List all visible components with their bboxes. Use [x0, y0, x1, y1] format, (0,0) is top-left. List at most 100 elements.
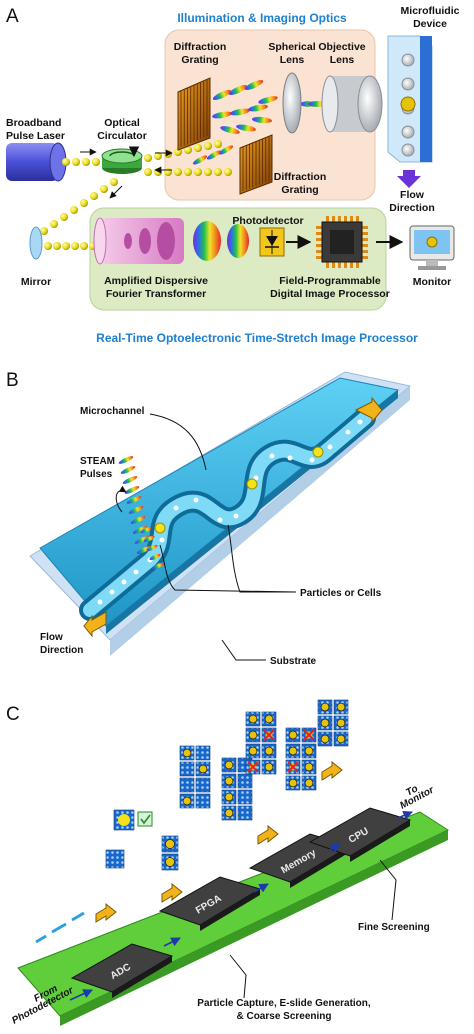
- spectral-pulse: [258, 96, 278, 104]
- beam-dot: [224, 168, 232, 176]
- panel-a-label: A: [6, 6, 19, 27]
- beam-dot: [154, 152, 162, 160]
- pin: [356, 216, 359, 222]
- image-tile: [245, 743, 261, 759]
- tile-cell: [336, 734, 346, 744]
- bus-arrow: [397, 810, 413, 820]
- image-tile: [285, 727, 301, 743]
- image-tile: [221, 757, 237, 773]
- tile-cell: [182, 796, 192, 806]
- monitor-label: Monitor: [413, 276, 452, 288]
- image-tile: [245, 711, 261, 727]
- target-cell: [400, 96, 416, 112]
- particle: [269, 453, 275, 459]
- pin: [332, 216, 335, 222]
- spectral-pulse: [206, 150, 222, 160]
- microchannel-label: Microchannel: [80, 406, 145, 417]
- image-tile: [333, 715, 349, 731]
- bus-arrow: [253, 883, 269, 893]
- image-tile: [333, 731, 349, 747]
- tile-cell: [248, 746, 258, 756]
- check-mark: [140, 814, 151, 825]
- image-tile: [261, 727, 277, 743]
- beam-dot: [71, 242, 79, 250]
- beam-dot: [204, 168, 212, 176]
- particle: [233, 513, 239, 519]
- microchannel: [79, 407, 376, 621]
- spectral-pulse: [192, 155, 208, 165]
- tile-cell: [288, 778, 298, 788]
- steam-pulse: [143, 535, 155, 543]
- image-tile: [105, 849, 125, 869]
- pin: [356, 262, 359, 268]
- image-tile: [237, 789, 253, 805]
- flow-arrow-a: [397, 170, 421, 188]
- steam-pulse: [118, 456, 134, 464]
- image-tile: [245, 727, 261, 743]
- cell-yellow: [154, 522, 166, 534]
- optics-title: Illumination & Imaging Optics: [177, 11, 347, 25]
- tile-cell: [224, 776, 234, 786]
- particles-pointer-2: [227, 524, 296, 593]
- steam-pulse: [149, 553, 161, 561]
- steam-pulse: [126, 496, 142, 504]
- chip-adc: ADC: [70, 943, 174, 998]
- tile-bg: [237, 805, 253, 821]
- fine-screening-pointer: [379, 859, 397, 921]
- cell: [401, 77, 415, 91]
- microchannel-pointer: [149, 413, 207, 471]
- tile-cell: [248, 714, 258, 724]
- tile-cell: [248, 730, 258, 740]
- bus-arrow: [69, 989, 93, 1001]
- to-monitor-label-1: To: [404, 783, 420, 798]
- pin: [350, 216, 353, 222]
- tile-cell: [304, 778, 314, 788]
- beam-dot: [82, 158, 90, 166]
- process-arrow: [321, 760, 343, 781]
- spherical-lens-label-1: Spherical: [268, 41, 315, 53]
- circulator-label-1: Optical: [104, 117, 140, 129]
- image-tile: [179, 745, 195, 761]
- steam-pulse: [120, 466, 136, 474]
- tile-bg: [237, 773, 253, 789]
- image-tile: [317, 731, 333, 747]
- image-tile: [333, 699, 349, 715]
- pin: [316, 244, 322, 247]
- image-tile: [195, 745, 211, 761]
- grating-bottom-label-2: Grating: [281, 184, 318, 196]
- beam-dot: [184, 146, 192, 154]
- optical-circulator: [101, 146, 143, 174]
- beam-dot: [214, 140, 222, 148]
- particle: [121, 579, 127, 585]
- spectral-pulse: [228, 84, 248, 96]
- spectral-pulse: [212, 111, 232, 119]
- mirror: [29, 226, 43, 260]
- bus-arrow: [163, 937, 181, 947]
- tile-bg: [179, 777, 195, 793]
- pin: [344, 262, 347, 268]
- beam-dot: [90, 192, 98, 200]
- particles-pointer-1: [159, 544, 297, 593]
- image-tile: [301, 759, 317, 775]
- pin: [326, 216, 329, 222]
- pin: [362, 238, 368, 241]
- particle: [309, 457, 315, 463]
- flow-label-a-1: Flow: [400, 189, 425, 201]
- particle: [217, 517, 223, 523]
- image-tile: [113, 809, 135, 831]
- beam-dot: [53, 242, 61, 250]
- beam-dot: [154, 168, 162, 176]
- steam-pulses: [118, 456, 164, 570]
- particle: [133, 569, 139, 575]
- beam-dot: [80, 242, 88, 250]
- image-tile: [195, 793, 211, 809]
- spectral-pulses: [192, 79, 328, 165]
- spectral-pulse: [212, 89, 232, 101]
- arrow-to-mirror: [109, 185, 123, 199]
- input-data-stream: [35, 911, 85, 944]
- beam-dot: [164, 150, 172, 158]
- particle: [327, 444, 333, 450]
- steam-pulse: [130, 516, 146, 524]
- pin: [316, 226, 322, 229]
- steam-pulse: [122, 476, 138, 484]
